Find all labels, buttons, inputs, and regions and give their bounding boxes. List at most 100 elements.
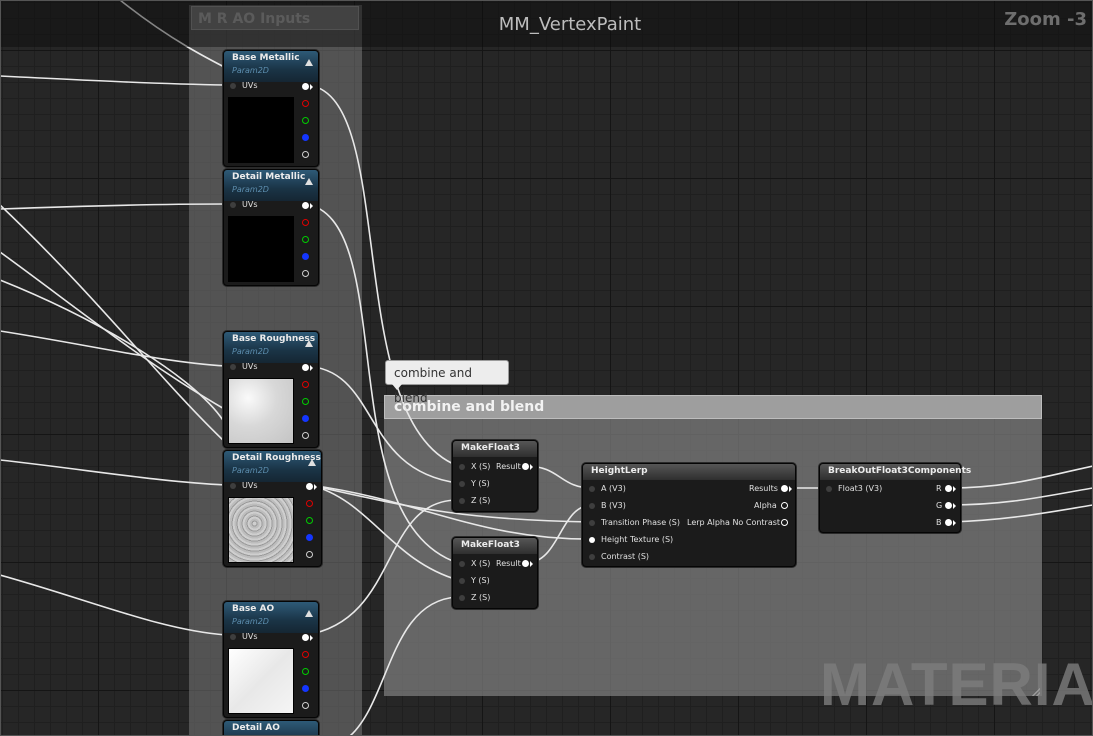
results-output-pin[interactable] [781,485,788,492]
uvs-label: UVs [242,200,258,209]
output-arrow-icon [789,486,792,492]
green-output-pin[interactable] [302,398,309,405]
output-arrow-icon [530,464,533,470]
blue-output-pin[interactable] [302,253,309,260]
alpha-output-pin[interactable] [781,502,788,509]
rgb-output-pin[interactable] [302,83,309,90]
x-input-pin[interactable] [459,464,465,470]
comment-bubble[interactable]: combine and blend [385,360,509,405]
red-output-pin[interactable] [302,219,309,226]
result-output-pin[interactable] [522,560,529,567]
b-label: B [936,518,942,527]
collapse-arrow-icon[interactable] [305,59,313,66]
node-header[interactable]: MakeFloat3 [453,538,537,554]
node-detail-metallic[interactable]: Detail Metallic Param2D UVs [223,169,319,286]
uvs-input-pin[interactable] [230,634,236,640]
collapse-arrow-icon[interactable] [305,178,313,185]
comment-header-mrao[interactable]: M R AO Inputs [191,6,359,30]
alpha-output-pin[interactable] [302,702,309,709]
z-input-pin[interactable] [459,595,465,601]
x-input-pin[interactable] [459,561,465,567]
transition-input-pin[interactable] [589,520,595,526]
result-label: Result [496,559,521,568]
red-output-pin[interactable] [302,651,309,658]
node-detail-roughness[interactable]: Detail Roughness Param2D UVs [223,450,322,567]
node-header[interactable]: MakeFloat3 [453,441,537,457]
b-output-pin[interactable] [945,519,952,526]
uvs-input-pin[interactable] [230,83,236,89]
blue-output-pin[interactable] [302,415,309,422]
node-detail-ao[interactable]: Detail AO [223,720,319,736]
node-makefloat3-2[interactable]: MakeFloat3 X (S) Result Y (S) Z (S) [452,537,538,609]
node-breakoutfloat3components[interactable]: BreakOutFloat3Components Float3 (V3) R G… [819,463,971,533]
collapse-arrow-icon[interactable] [305,340,313,347]
collapse-arrow-icon[interactable] [308,459,316,466]
node-header[interactable]: Detail Roughness Param2D [224,451,321,482]
node-subtitle: Param2D [232,617,269,626]
uvs-label: UVs [242,481,258,490]
alpha-output-pin[interactable] [302,432,309,439]
node-header[interactable]: Detail Metallic Param2D [224,170,318,201]
wire-base-ao-to-mf1-z [305,499,459,636]
alpha-output-pin[interactable] [302,151,309,158]
rgb-output-pin[interactable] [302,364,309,371]
wire-breakout-g-out [949,487,1093,506]
blue-output-pin[interactable] [302,134,309,141]
comment-resize-icon[interactable] [1032,688,1040,696]
wire-offscreen-base-roughness [0,330,227,367]
node-header[interactable]: Base Metallic Param2D [224,51,318,82]
a-label: A (V3) [601,484,626,493]
wire-offscreen-base-metallic [0,75,227,86]
y-input-pin[interactable] [459,481,465,487]
height-texture-input-pin[interactable] [589,537,595,543]
rgb-output-pin[interactable] [302,202,309,209]
uvs-input-pin[interactable] [230,202,236,208]
node-header[interactable]: Base AO Param2D [224,602,318,633]
green-output-pin[interactable] [302,668,309,675]
float3-input-pin[interactable] [826,486,832,492]
red-output-pin[interactable] [302,381,309,388]
g-output-pin[interactable] [945,502,952,509]
wire-detail-metallic-to-mf2-x [305,203,459,564]
blue-output-pin[interactable] [302,685,309,692]
red-output-pin[interactable] [302,100,309,107]
wire-detail-rough-r [309,484,593,523]
b-input-pin[interactable] [589,503,595,509]
node-header[interactable]: Base Roughness Param2D [224,332,318,363]
alpha-output-pin[interactable] [302,270,309,277]
node-base-metallic[interactable]: Base Metallic Param2D UVs [223,50,319,167]
node-subtitle: Param2D [232,66,269,75]
y-input-pin[interactable] [459,578,465,584]
green-output-pin[interactable] [306,517,313,524]
node-heightlerp[interactable]: HeightLerp A (V3) Results B (V3) Alpha T… [582,463,796,567]
result-output-pin[interactable] [522,463,529,470]
node-header[interactable]: HeightLerp [583,464,795,480]
wire-base-metallic-to-mf1-x [305,84,459,467]
green-output-pin[interactable] [302,236,309,243]
r-output-pin[interactable] [945,485,952,492]
node-base-roughness[interactable]: Base Roughness Param2D UVs [223,331,319,448]
node-makefloat3-1[interactable]: MakeFloat3 X (S) Result Y (S) Z (S) [452,440,538,512]
comment-header-combine-blend[interactable]: combine and blend [384,395,1042,419]
lerp-alpha-output-pin[interactable] [781,519,788,526]
blue-output-pin[interactable] [306,534,313,541]
output-arrow-icon [314,484,317,490]
node-title: MakeFloat3 [461,443,520,453]
green-output-pin[interactable] [302,117,309,124]
z-input-pin[interactable] [459,498,465,504]
lerp-alpha-label: Lerp Alpha No Contrast [687,518,781,527]
red-output-pin[interactable] [306,500,313,507]
rgb-output-pin[interactable] [306,483,313,490]
uvs-input-pin[interactable] [230,483,236,489]
uvs-input-pin[interactable] [230,364,236,370]
contrast-input-pin[interactable] [589,554,595,560]
rgb-output-pin[interactable] [302,634,309,641]
node-base-ao[interactable]: Base AO Param2D UVs [223,601,319,718]
collapse-arrow-icon[interactable] [305,610,313,617]
node-header[interactable]: BreakOutFloat3Components [820,464,971,480]
a-input-pin[interactable] [589,486,595,492]
alpha-output-pin[interactable] [306,551,313,558]
node-header[interactable]: Detail AO [224,721,318,736]
